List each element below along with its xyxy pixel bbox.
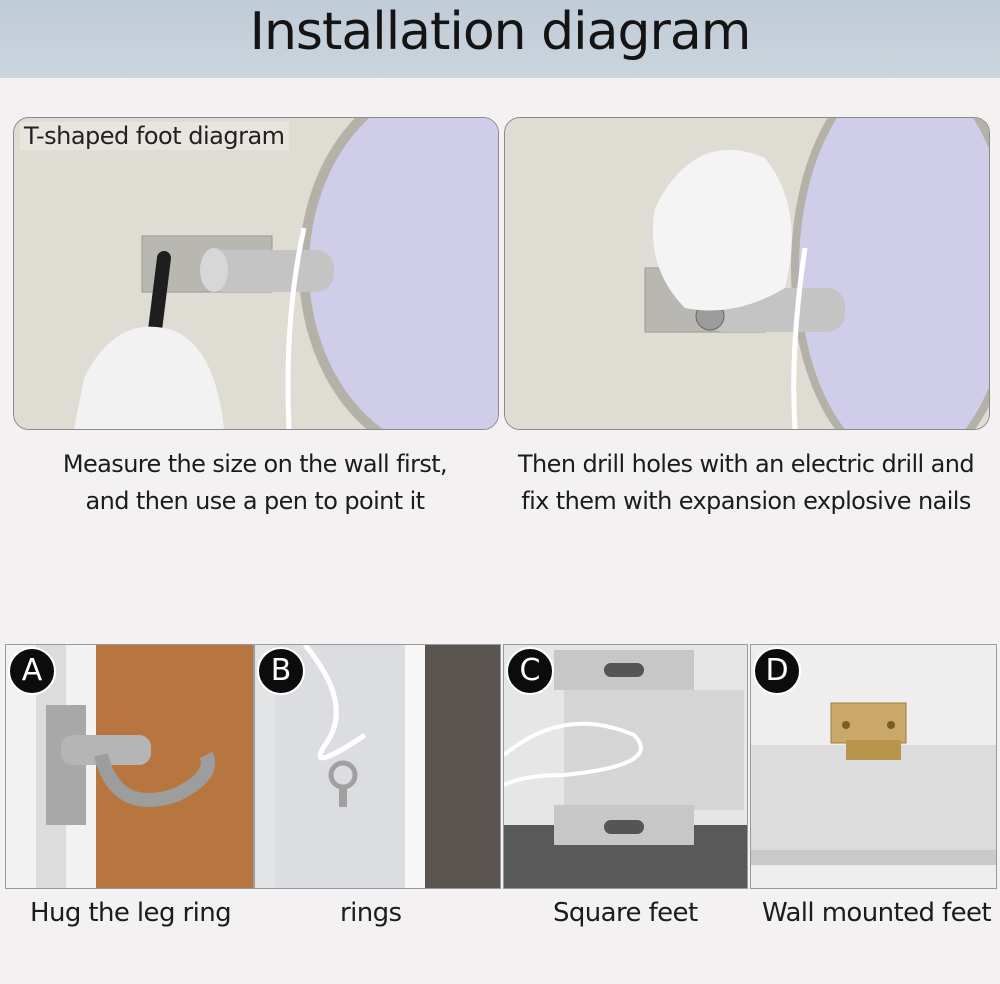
step-1-photo: T-shaped foot diagram: [13, 117, 499, 430]
option-d-caption: Wall mounted feet: [762, 898, 992, 928]
step-1-illustration: [14, 118, 498, 429]
step-2-illustration: [505, 118, 989, 429]
option-c-photo: C: [503, 644, 748, 889]
step-1-caption: Measure the size on the wall first, and …: [13, 446, 497, 520]
square-feet-illustration: [504, 645, 747, 888]
option-a-badge: A: [8, 647, 56, 695]
option-d-badge: D: [753, 647, 801, 695]
step-2-photo: [504, 117, 990, 430]
t-foot-label: T-shaped foot diagram: [20, 122, 289, 150]
option-b-photo: B: [254, 644, 501, 889]
option-c-badge: C: [506, 647, 554, 695]
option-a-photo: A: [5, 644, 254, 889]
step-2-caption-line-2: fix them with expansion explosive nails: [521, 487, 971, 515]
option-b-badge: B: [257, 647, 305, 695]
page-title: Installation diagram: [249, 2, 752, 62]
option-b-caption: rings: [340, 898, 402, 928]
wall-mounted-feet-illustration: [751, 645, 996, 888]
option-d-photo: D: [750, 644, 997, 889]
step-2-caption: Then drill holes with an electric drill …: [504, 446, 988, 520]
step-1-caption-line-1: Measure the size on the wall first,: [62, 450, 448, 478]
header-banner: Installation diagram: [0, 0, 1000, 78]
step-1-caption-line-2: and then use a pen to point it: [85, 487, 426, 515]
step-2-caption-line-1: Then drill holes with an electric drill …: [517, 450, 975, 478]
option-a-caption: Hug the leg ring: [30, 898, 232, 928]
option-c-caption: Square feet: [553, 898, 698, 928]
